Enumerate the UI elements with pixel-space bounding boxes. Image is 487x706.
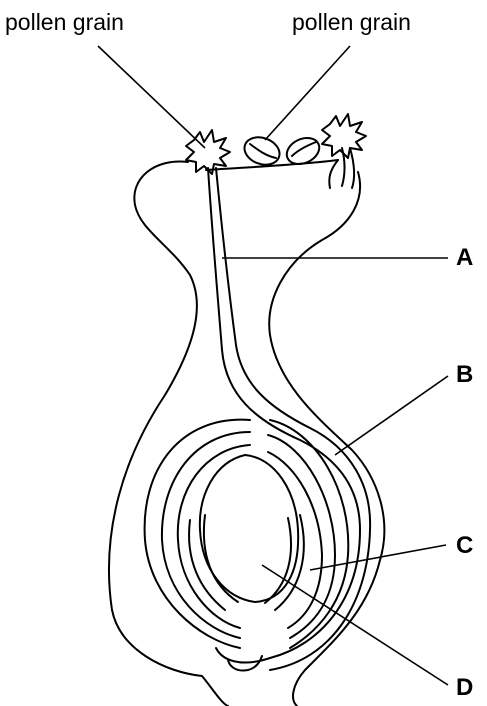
pollen-grain-oval-2 [283,133,324,169]
label-b: B [456,361,473,388]
pollen-grain-spiky-right [322,114,366,158]
label-d: D [456,674,473,701]
label-c: C [456,532,473,559]
label-pollen-grain-left: pollen grain [5,9,124,35]
pollen-grain-oval-2-line [292,142,316,156]
label-a: A [456,244,473,271]
label-pollen-grain-right: pollen grain [292,9,411,35]
leader-pollen-right [265,46,350,140]
pollen-grain-oval-1 [241,133,284,170]
leader-d [262,565,448,685]
pollen-grain-oval-1-line [250,144,276,158]
leader-b [335,376,448,455]
stigma-papilla [329,160,338,188]
leader-pollen-left [98,46,205,148]
